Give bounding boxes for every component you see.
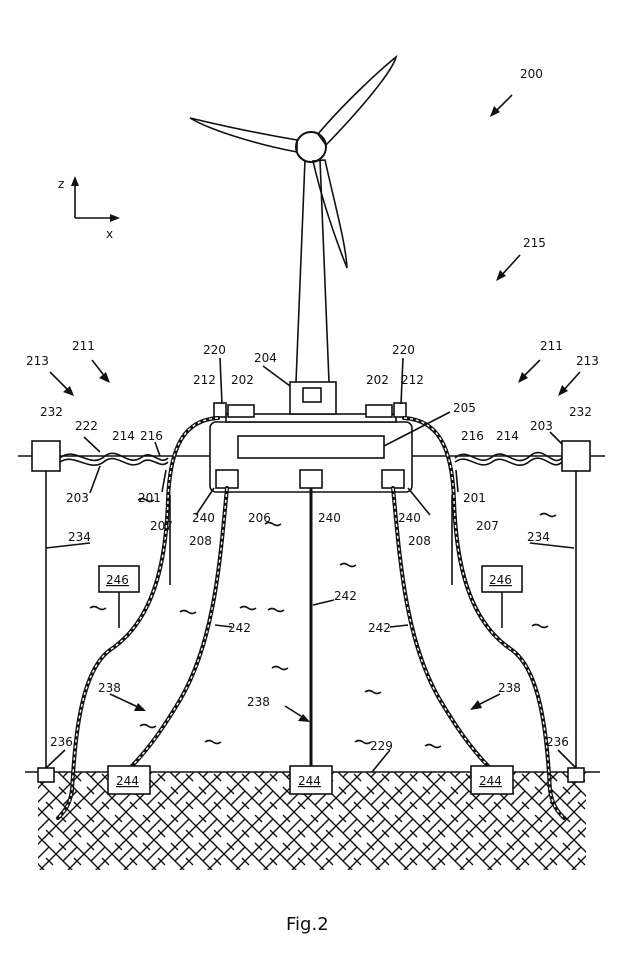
- label-244-right: 244: [479, 774, 502, 788]
- ref-214-left: 214: [112, 429, 135, 443]
- ref-242-mid: 242: [334, 589, 357, 603]
- ref-238-mid: 238: [247, 695, 270, 709]
- label-244-left: 244: [116, 774, 139, 788]
- figure-caption: Fig.2: [286, 914, 329, 935]
- ref-216-right: 216: [461, 429, 484, 443]
- ref-212-left: 212: [193, 373, 216, 387]
- ref-214-right: 214: [496, 429, 519, 443]
- ref-204: 204: [254, 351, 277, 365]
- ref-229: 229: [370, 739, 393, 753]
- ref-236-right: 236: [546, 735, 569, 749]
- tower-base-window: [303, 388, 321, 402]
- ref-203-right: 203: [530, 419, 553, 433]
- ref-211-left: 211: [72, 339, 95, 353]
- equipment-212-left: [214, 403, 226, 417]
- ref-240-left: 240: [192, 511, 215, 525]
- anchor-236-right: [568, 768, 584, 782]
- ref-234-right: 234: [527, 530, 550, 544]
- label-244-mid: 244: [298, 774, 321, 788]
- ref-234-left: 234: [68, 530, 91, 544]
- wave-mat-right-2: [455, 458, 562, 465]
- ref-222: 222: [75, 419, 98, 433]
- ref-205: 205: [453, 401, 476, 415]
- ref-211-right: 211: [540, 339, 563, 353]
- blade-down: [313, 160, 347, 268]
- platform-inner-205: [238, 436, 384, 458]
- ref-208-left: 208: [189, 534, 212, 548]
- anchor-236-left: [38, 768, 54, 782]
- mooring-point-240-mid: [300, 470, 322, 488]
- mooring-point-240-right: [382, 470, 404, 488]
- ref-200: 200: [520, 67, 543, 81]
- ref-208-right: 208: [408, 534, 431, 548]
- ref-232-right: 232: [569, 405, 592, 419]
- ref-207-right: 207: [476, 519, 499, 533]
- axis-x-label: x: [106, 227, 113, 241]
- buoy-232-left: [32, 441, 60, 471]
- ref-203-left: 203: [66, 491, 89, 505]
- ref-216-left: 216: [140, 429, 163, 443]
- turbine-hub: [296, 132, 326, 162]
- label-246-left: 246: [106, 573, 129, 587]
- ref-201-right: 201: [463, 491, 486, 505]
- blade-up: [318, 57, 396, 145]
- mooring-point-240-left: [216, 470, 238, 488]
- ref-215: 215: [523, 236, 546, 250]
- ref-238-right: 238: [498, 681, 521, 695]
- ref-236-left: 236: [50, 735, 73, 749]
- ref-240-mid: 240: [318, 511, 341, 525]
- ref-212-right: 212: [401, 373, 424, 387]
- turbine-tower: [296, 160, 329, 382]
- ref-213-left: 213: [26, 354, 49, 368]
- equipment-202-right: [366, 405, 392, 417]
- mooring-line-242-left: [128, 488, 227, 770]
- ref-213-right: 213: [576, 354, 599, 368]
- label-246-right: 246: [489, 573, 512, 587]
- ref-242-right: 242: [368, 621, 391, 635]
- ref-220-right: 220: [392, 343, 415, 357]
- ref-202-left: 202: [231, 373, 254, 387]
- axis-z-label: z: [58, 177, 64, 191]
- export-cable-right: [404, 418, 564, 818]
- ref-240-right: 240: [398, 511, 421, 525]
- buoy-232-right: [562, 441, 590, 471]
- equipment-202-left: [228, 405, 254, 417]
- ref-220-left: 220: [203, 343, 226, 357]
- ref-238-left: 238: [98, 681, 121, 695]
- ref-207-left: 207: [150, 519, 173, 533]
- equipment-212-right: [394, 403, 406, 417]
- mooring-line-242-left-inner: [128, 488, 227, 770]
- ref-201-left: 201: [138, 491, 161, 505]
- ref-242-left: 242: [228, 621, 251, 635]
- wave-mat-left-2: [60, 459, 168, 466]
- axis-x-arrow: [110, 214, 120, 222]
- ref-206: 206: [248, 511, 271, 525]
- ref-232-left: 232: [40, 405, 63, 419]
- axis-z-arrow: [71, 176, 79, 186]
- ref-202-right: 202: [366, 373, 389, 387]
- export-cable-right-inner: [404, 418, 564, 818]
- blade-left: [190, 118, 297, 152]
